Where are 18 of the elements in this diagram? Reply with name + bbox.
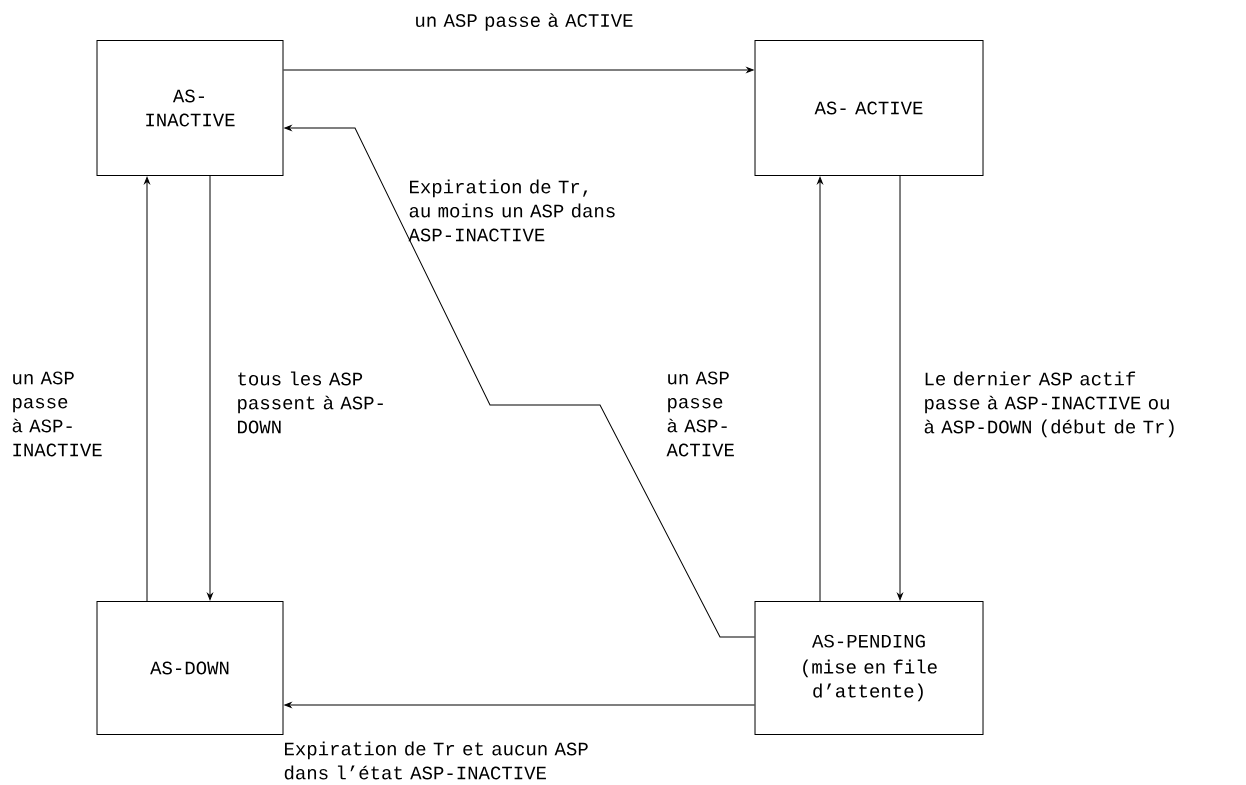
edge-label: un ASP passe à ACTIVE xyxy=(416,13,633,31)
edge-label: Expiration de Tr et aucun ASP dans l’état ASP-INACTIVE xyxy=(284,741,588,780)
state-box: AS- ACTIVE xyxy=(754,40,984,176)
state-box: AS- INACTIVE xyxy=(96,40,284,176)
edge-label: Expiration de Tr, au moins un ASP dans ASP-INACTIVE xyxy=(408,179,615,242)
edge-label: Le dernier ASP actif passe à ASP-INACTIVE ou à ASP-DOWN (début de Tr) xyxy=(924,371,1174,438)
arrow xyxy=(897,175,903,601)
edge-label: un ASP passe à ASP-INACTIVE xyxy=(12,371,102,457)
edge-label: tous les ASP passent à ASP-DOWN xyxy=(238,371,383,434)
arrow xyxy=(284,702,755,708)
state-box: AS-PENDING (mise en file d’attente) xyxy=(754,601,984,735)
arrow xyxy=(144,176,150,602)
arrow xyxy=(207,175,213,601)
edge-label: un ASP passe à ASP-ACTIVE xyxy=(666,371,734,457)
arrow xyxy=(283,67,754,73)
arrow xyxy=(817,176,823,602)
state-box: AS-DOWN xyxy=(96,601,284,735)
arrow xyxy=(284,125,755,638)
